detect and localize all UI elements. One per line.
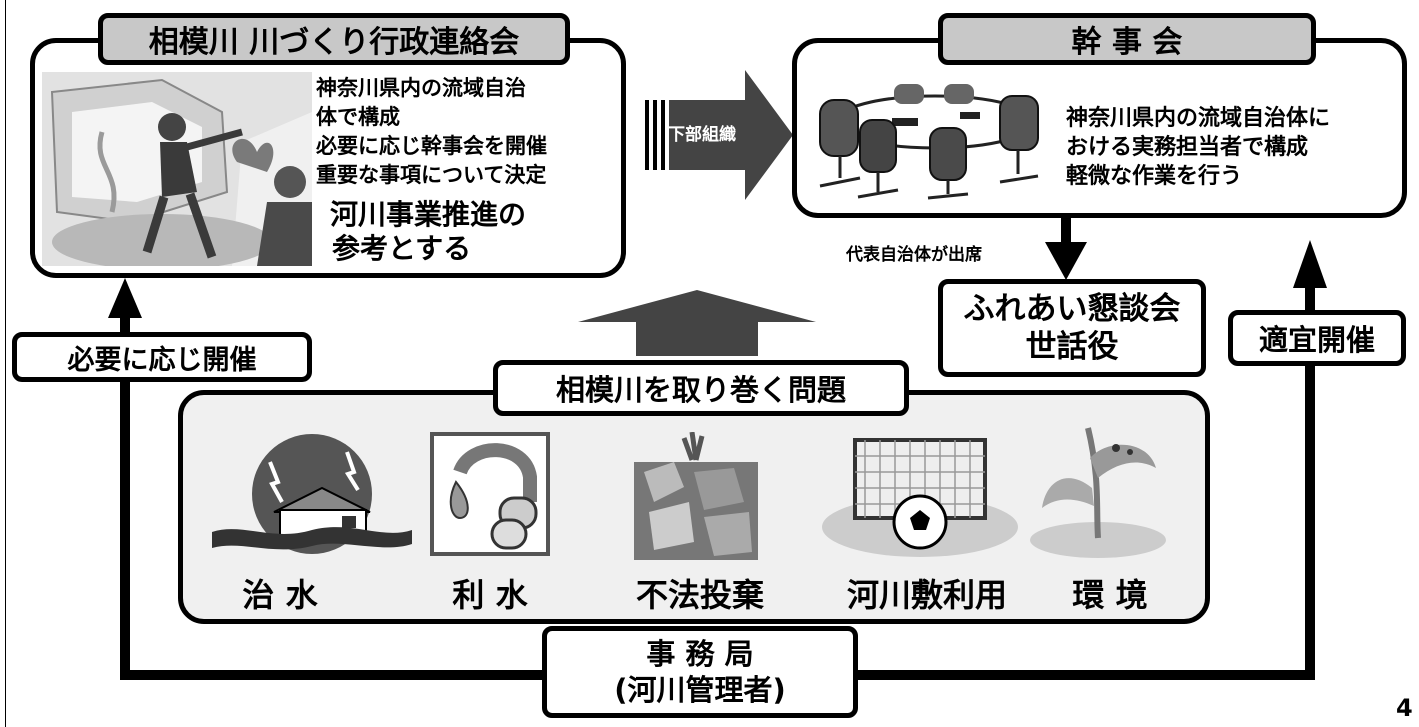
connector-left-vertical	[120, 300, 130, 680]
attend-note: 代表自治体が出席	[846, 245, 982, 265]
issue-label-environment: 環 境	[1072, 576, 1148, 614]
arrow-up-left	[108, 278, 142, 318]
liaison-council-title: 相模川 川づくり行政連絡会	[98, 13, 570, 65]
arrow-up-right	[1293, 240, 1327, 288]
issue-label-illegal-dumping: 不法投棄	[635, 576, 764, 614]
page-frame	[5, 0, 1419, 727]
presentation-picture-icon	[42, 72, 312, 266]
steering-committee-title-text: 幹 事 会	[1071, 25, 1183, 60]
page-number: 4	[1396, 694, 1413, 722]
arrow-up-issues	[578, 290, 816, 356]
liaison-line-1: 神奈川県内の流域自治	[316, 76, 526, 100]
arrow-down-to-fureai	[1045, 218, 1087, 280]
steering-line-3: 軽微な作業を行う	[1066, 164, 1243, 189]
secretariat-line-2: (河川管理者)	[614, 673, 786, 707]
connector-bottom-right	[852, 670, 1315, 680]
steering-line-1: 神奈川県内の流域自治体に	[1066, 106, 1331, 131]
fureai-box: ふれあい懇談会 世話役	[938, 279, 1206, 377]
sub-organization-label: 下部組織	[668, 125, 736, 145]
timely-text: 適宜開催	[1258, 323, 1375, 357]
fureai-line-1: ふれあい懇談会	[963, 291, 1181, 327]
issues-title: 相模川を取り巻く問題	[493, 360, 909, 416]
liaison-line-2: 体で構成	[316, 105, 400, 129]
liaison-purpose: 河川事業推進の 参考とする	[330, 198, 610, 266]
soccer-goal-icon	[822, 438, 1018, 557]
timely-label: 適宜開催	[1228, 310, 1406, 366]
secretariat-box: 事 務 局 (河川管理者)	[542, 626, 858, 718]
liaison-purpose-line-2: 参考とする	[332, 232, 472, 265]
steering-line-2: おける実務担当者で構成	[1066, 135, 1309, 160]
issues-title-text: 相模川を取り巻く問題	[555, 373, 846, 407]
steering-committee-title: 幹 事 会	[938, 13, 1316, 65]
liaison-line-4: 重要な事項について決定	[316, 163, 547, 187]
plant-icon	[1030, 427, 1166, 558]
issue-label-riverbed-use: 河川敷利用	[846, 576, 1007, 614]
liaison-line-3: 必要に応じ幹事会を開催	[316, 134, 547, 158]
liaison-council-title-text: 相模川 川づくり行政連絡会	[148, 25, 520, 60]
connector-bottom-left	[120, 670, 550, 680]
faucet-icon	[430, 432, 550, 556]
liaison-description: 神奈川県内の流域自治 体で構成 必要に応じ幹事会を開催 重要な事項について決定	[316, 74, 616, 190]
as-needed-label: 必要に応じ開催	[12, 332, 312, 382]
steering-description: 神奈川県内の流域自治体に おける実務担当者で構成 軽微な作業を行う	[1066, 104, 1396, 191]
liaison-purpose-line-1: 河川事業推進の	[330, 198, 527, 231]
meeting-table-icon	[819, 84, 1039, 200]
connector-right-vertical	[1305, 285, 1315, 680]
as-needed-text: 必要に応じ開催	[67, 344, 257, 376]
secretariat-line-1: 事 務 局	[646, 637, 754, 671]
garbage-pile-icon	[634, 432, 758, 560]
sub-organization-arrow	[645, 70, 793, 200]
issue-label-water-use: 利 水	[452, 576, 528, 614]
flood-house-icon	[212, 434, 412, 554]
fureai-line-2: 世話役	[1025, 329, 1119, 365]
issue-label-flood-control: 治 水	[242, 576, 318, 614]
